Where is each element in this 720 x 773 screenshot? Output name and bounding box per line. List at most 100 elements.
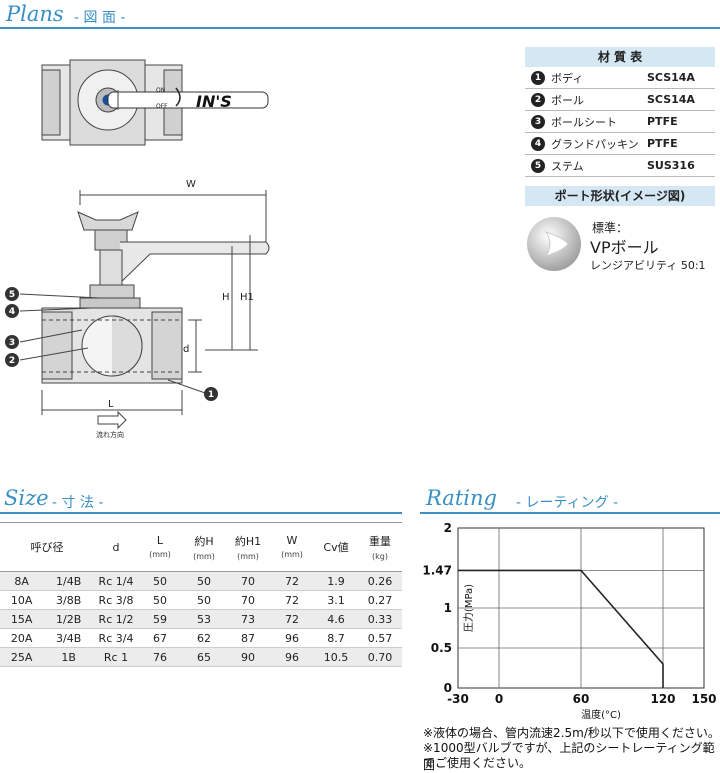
plans-subtitle: - 図 面 - [74, 10, 126, 26]
chart-y-tick: 2 [444, 521, 452, 535]
flow-label: 流れ方向 [96, 430, 124, 439]
svg-text:5: 5 [9, 290, 15, 300]
callout-4 [5, 304, 19, 318]
size-cell: 50 [182, 590, 226, 610]
size-table: 呼び径 d L(mm) 約H(mm) 約H1(mm) W(mm) Cv値 重量(… [0, 522, 402, 667]
chart-y-tick: 1 [444, 601, 452, 615]
ins-logo: IN'S [196, 92, 232, 111]
size-cell: 65 [182, 647, 226, 667]
size-cell: 62 [182, 628, 226, 648]
materials-title: 材 質 表 [525, 47, 715, 67]
hdr-nominal: 呼び径 [0, 522, 94, 572]
callout-3 [5, 335, 19, 349]
size-cell: 96 [270, 647, 314, 667]
material-row: 1 ボディ SCS14A [525, 67, 715, 89]
chart-x-tick: 0 [495, 692, 503, 706]
svg-text:1: 1 [208, 390, 214, 400]
size-title: Size [4, 486, 49, 510]
size-cell: 70 [226, 571, 270, 591]
chart-x-tick: 120 [650, 692, 675, 706]
dim-l: L [108, 399, 114, 410]
size-subtitle: - 寸 法 - [52, 495, 104, 511]
material-value: PTFE [647, 115, 678, 128]
size-cell: 87 [226, 628, 270, 648]
svg-text:3: 3 [9, 338, 15, 348]
chart-y-tick: 1.47 [422, 563, 452, 577]
size-cell: 72 [270, 590, 314, 610]
material-part: グランドパッキン [551, 137, 639, 151]
rating-rule [420, 512, 720, 514]
on-label: ON [156, 87, 165, 94]
top-view-handle [107, 91, 269, 109]
material-part: ボール [551, 93, 584, 107]
rating-note-1: ※液体の場合、管内流速2.5m/秒以下で使用ください。 [423, 726, 720, 740]
size-cell: 0.70 [358, 647, 402, 667]
svg-text:2: 2 [9, 356, 15, 366]
size-cell: 3/4B [43, 628, 94, 648]
material-number: 2 [531, 92, 545, 107]
size-cell: 0.33 [358, 609, 402, 629]
size-cell: 70 [226, 590, 270, 610]
valve-drawing: ON OFF IN'S [5, 59, 270, 439]
hdr-d: d [94, 522, 138, 572]
callout-1 [204, 387, 218, 401]
size-cell: 3.1 [314, 590, 358, 610]
callout-5 [5, 287, 19, 301]
chart-y-tick: 0.5 [431, 641, 452, 655]
material-number: 4 [531, 136, 545, 151]
rating-note-3: でご使用ください。 [423, 756, 532, 770]
size-cell: 50 [182, 571, 226, 591]
size-cell: 25A [0, 647, 44, 667]
off-label: OFF [156, 103, 168, 110]
material-value: PTFE [647, 137, 678, 150]
size-cell: 10A [0, 590, 44, 610]
size-cell: 96 [270, 628, 314, 648]
material-number: 1 [531, 70, 545, 85]
size-cell: 1/2B [43, 609, 94, 629]
plans-rule [0, 27, 720, 29]
size-cell: 72 [270, 609, 314, 629]
material-part: ボディ [551, 71, 584, 85]
size-cell: 20A [0, 628, 44, 648]
size-cell: 0.57 [358, 628, 402, 648]
hdr-l: L(mm) [138, 522, 182, 572]
callout-2 [5, 353, 19, 367]
size-cell: Rc 3/4 [94, 628, 138, 648]
material-value: SUS316 [647, 159, 695, 172]
hdr-h: 約H(mm) [182, 522, 226, 572]
size-cell: 1B [43, 647, 94, 667]
port-type: VPボール [590, 238, 659, 257]
size-cell: Rc 3/8 [94, 590, 138, 610]
size-cell: Rc 1/2 [94, 609, 138, 629]
dim-w: W [186, 179, 196, 190]
chart-y-tick: 0 [444, 681, 452, 695]
size-cell: 1/4B [43, 571, 94, 591]
size-rule [0, 512, 402, 514]
material-value: SCS14A [647, 71, 695, 84]
vp-ball-icon [527, 217, 581, 271]
material-part: ステム [551, 159, 584, 173]
chart-x-label: 温度(°C) [581, 708, 621, 721]
size-cell: 72 [270, 571, 314, 591]
material-part: ボールシート [551, 115, 617, 129]
size-cell: 0.26 [358, 571, 402, 591]
size-cell: 50 [138, 571, 182, 591]
material-value: SCS14A [647, 93, 695, 106]
dim-h: H [222, 292, 230, 303]
size-cell: 53 [182, 609, 226, 629]
chart-rating-line [458, 569, 664, 688]
hdr-w: W(mm) [270, 522, 314, 572]
material-number: 5 [531, 158, 545, 173]
size-cell: 1.9 [314, 571, 358, 591]
chart-x-tick: 150 [691, 692, 716, 706]
size-cell: 50 [138, 590, 182, 610]
size-cell: 76 [138, 647, 182, 667]
